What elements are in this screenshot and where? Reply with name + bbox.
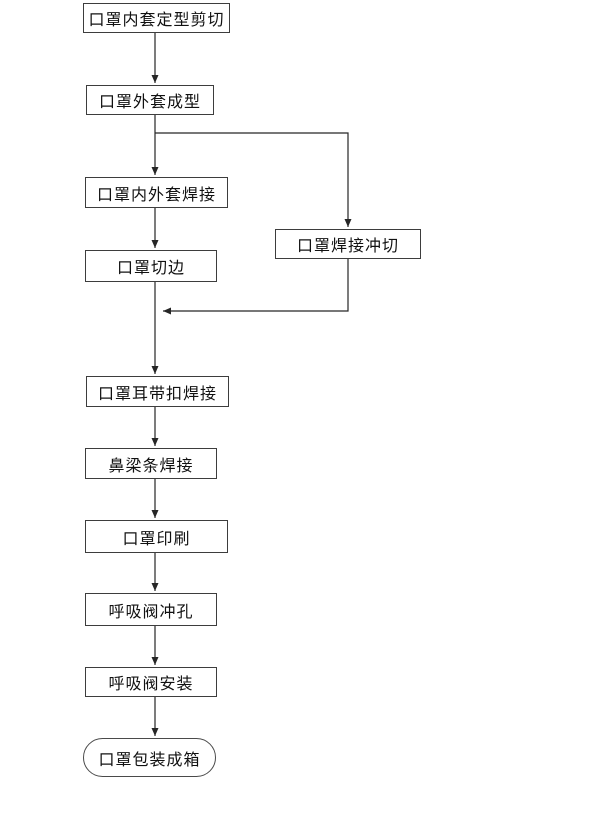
flow-node-inner-outer-welding: 口罩内外套焊接 [85, 177, 228, 208]
flow-node-label: 鼻梁条焊接 [108, 457, 194, 475]
flow-node-mask-printing: 口罩印刷 [85, 520, 228, 553]
flow-node-label: 口罩切边 [116, 260, 185, 277]
flow-node-packing-into-cartons: 口罩包装成箱 [83, 738, 216, 777]
flow-node-weld-punch-cut: 口罩焊接冲切 [275, 229, 421, 259]
flow-node-label: 口罩包装成箱 [98, 751, 201, 769]
flow-node-label: 口罩外套成型 [98, 94, 201, 111]
flow-node-label: 口罩耳带扣焊接 [97, 385, 217, 403]
flow-node-outer-cover-forming: 口罩外套成型 [86, 85, 214, 115]
flow-node-valve-installation: 呼吸阀安装 [85, 667, 217, 697]
connector-branch-to-weld-punch [155, 132, 352, 227]
flow-node-inner-cover-shaping-cut: 口罩内套定型剪切 [83, 3, 230, 33]
flow-node-label: 口罩内外套焊接 [96, 186, 216, 204]
flow-node-label: 呼吸阀安装 [108, 676, 194, 693]
flow-node-label: 呼吸阀冲孔 [108, 603, 194, 621]
flow-node-nose-bridge-weld: 鼻梁条焊接 [85, 448, 217, 479]
flow-node-edge-trimming: 口罩切边 [85, 250, 217, 282]
flow-node-label: 口罩焊接冲切 [296, 238, 399, 255]
connector-weld-punch-merge [163, 259, 349, 315]
flow-node-label: 口罩内套定型剪切 [88, 12, 225, 29]
flow-node-label: 口罩印刷 [122, 530, 191, 548]
flow-node-valve-hole-punching: 呼吸阀冲孔 [85, 593, 217, 626]
flow-node-ear-strap-buckle-weld: 口罩耳带扣焊接 [86, 376, 229, 407]
